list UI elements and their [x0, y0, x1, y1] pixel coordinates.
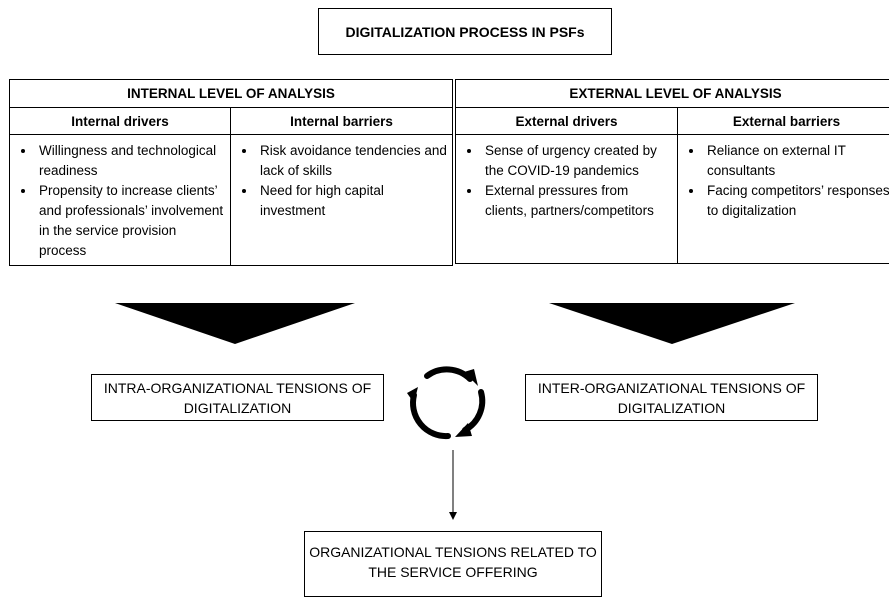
- service-offering-tensions-box: ORGANIZATIONAL TENSIONS RELATED TO THE S…: [304, 531, 602, 597]
- inter-organizational-tensions-box: INTER-ORGANIZATIONAL TENSIONS OF DIGITAL…: [525, 374, 818, 421]
- inter-tensions-label: INTER-ORGANIZATIONAL TENSIONS OF DIGITAL…: [526, 378, 817, 418]
- intra-tensions-label: INTRA-ORGANIZATIONAL TENSIONS OF DIGITAL…: [92, 378, 383, 418]
- intra-organizational-tensions-box: INTRA-ORGANIZATIONAL TENSIONS OF DIGITAL…: [91, 374, 384, 421]
- down-triangle-icon: [115, 303, 355, 344]
- arrowhead: [449, 512, 457, 520]
- service-offering-tensions-label: ORGANIZATIONAL TENSIONS RELATED TO THE S…: [305, 542, 601, 582]
- down-triangle-icon: [549, 303, 795, 344]
